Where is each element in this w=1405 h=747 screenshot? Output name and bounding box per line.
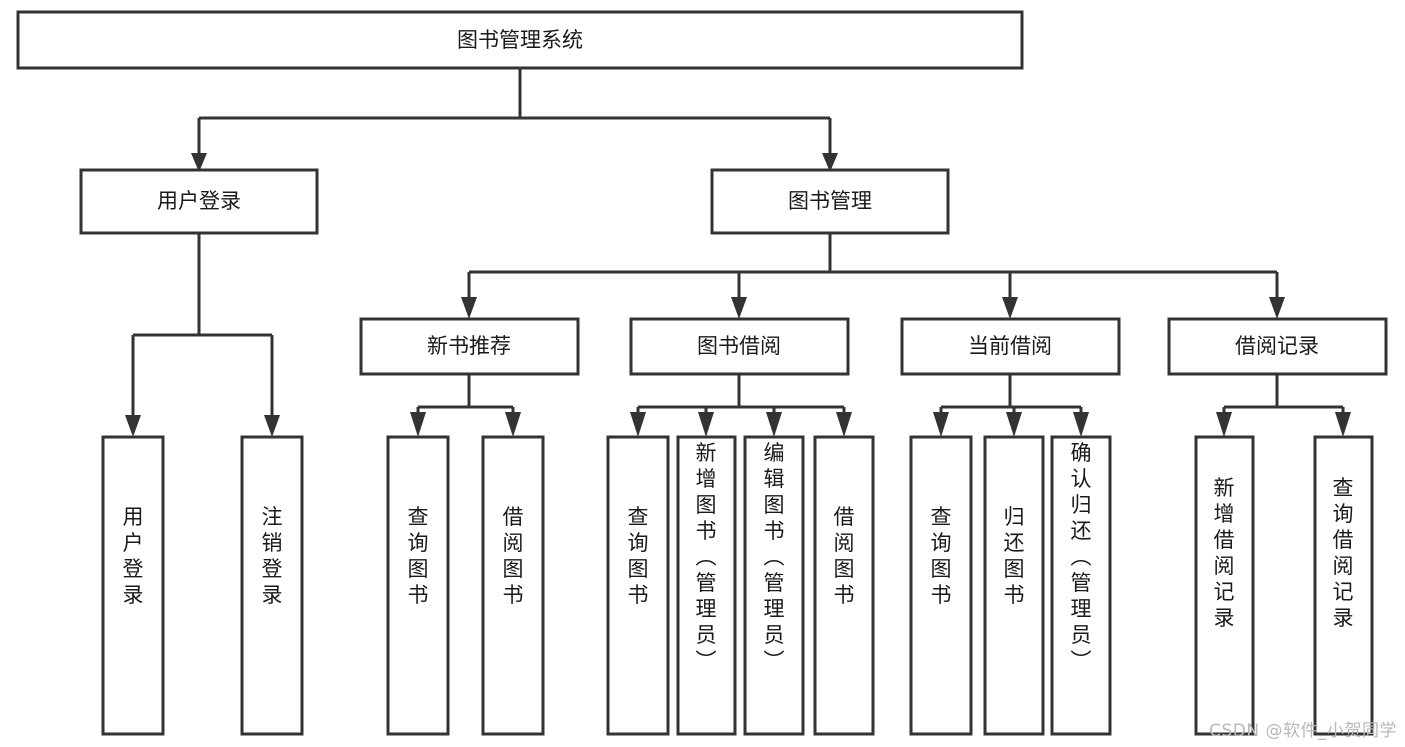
arrow-head-leaf-user-login <box>125 415 141 437</box>
leaf-borrow-book-1[interactable]: 借阅图书 <box>481 435 545 736</box>
node-root[interactable]: 图书管理系统 <box>16 10 1024 70</box>
arrow-head-leaf-edit-book <box>766 412 782 437</box>
csdn-watermark: CSDN @软件_小贺同学 <box>1209 721 1397 741</box>
node-book-borrow-label: 图书借阅 <box>697 334 781 358</box>
leaf-borrow-book-2-label: 借阅图书 <box>834 505 855 607</box>
leaf-return-book-label: 归还图书 <box>1004 505 1025 607</box>
arrow-head-leaf-borrow-book-2 <box>836 412 852 437</box>
arrow-head-leaf-query-record <box>1335 412 1351 437</box>
leaf-borrow-book-1-label: 借阅图书 <box>503 505 524 607</box>
node-book-borrow[interactable]: 图书借阅 <box>629 317 850 376</box>
arrow-head-leaf-confirm-return <box>1073 412 1089 437</box>
leaf-query-book-3[interactable]: 查询图书 <box>909 435 973 736</box>
leaf-add-book-box[interactable] <box>676 435 737 736</box>
node-root-label: 图书管理系统 <box>457 28 583 52</box>
leaf-query-book-1-label: 查询图书 <box>408 505 429 607</box>
leaf-user-login-box[interactable] <box>101 435 165 736</box>
leaf-query-book-2-box[interactable] <box>606 435 670 736</box>
node-current-borrow-label: 当前借阅 <box>968 334 1052 358</box>
leaf-return-book[interactable]: 归还图书 <box>983 435 1045 736</box>
leaf-edit-book-label: 编辑图书︵管理员︶ <box>764 441 785 673</box>
leaf-query-book-1[interactable]: 查询图书 <box>386 435 450 736</box>
arrow-head-leaf-add-book <box>698 412 714 437</box>
leaf-return-book-box[interactable] <box>983 435 1045 736</box>
leaf-edit-book[interactable]: 编辑图书︵管理员︶ <box>743 435 805 736</box>
leaf-add-record-label: 新增借阅记录 <box>1214 476 1235 630</box>
node-book-management-box[interactable] <box>710 168 950 235</box>
node-user-login[interactable]: 用户登录 <box>79 168 319 235</box>
leaf-query-record[interactable]: 查询借阅记录 <box>1313 435 1374 736</box>
arrow-head-leaf-return-book <box>1006 412 1022 437</box>
connector-group-user-login <box>125 233 280 437</box>
leaf-user-login[interactable]: 用户登录 <box>101 435 165 736</box>
connector-group-root <box>191 68 838 172</box>
node-new-book-recommend-label: 新书推荐 <box>427 334 511 358</box>
leaf-query-book-1-box[interactable] <box>386 435 450 736</box>
arrow-head-leaf-query-book-1 <box>410 412 426 437</box>
leaf-query-record-label: 查询借阅记录 <box>1333 476 1354 630</box>
leaf-query-book-3-label: 查询图书 <box>931 505 952 607</box>
leaf-borrow-book-1-box[interactable] <box>481 435 545 736</box>
arrow-head-user-login <box>191 153 207 172</box>
arrow-head-current-borrow <box>1002 297 1018 319</box>
connector-group-borrow-record <box>1216 374 1351 437</box>
arrow-head-book-management <box>822 153 838 172</box>
node-borrow-record[interactable]: 借阅记录 <box>1167 317 1388 376</box>
node-new-book-recommend-box[interactable] <box>359 317 580 376</box>
node-current-borrow[interactable]: 当前借阅 <box>900 317 1121 376</box>
node-borrow-record-label: 借阅记录 <box>1235 334 1319 358</box>
node-current-borrow-box[interactable] <box>900 317 1121 376</box>
arrow-head-new-book-recommend <box>461 297 477 319</box>
node-book-borrow-box[interactable] <box>629 317 850 376</box>
leaf-user-logout-box[interactable] <box>240 435 304 736</box>
leaf-borrow-book-2[interactable]: 借阅图书 <box>813 435 875 736</box>
arrow-head-leaf-add-record <box>1216 412 1232 437</box>
leaf-query-book-2[interactable]: 查询图书 <box>606 435 670 736</box>
node-borrow-record-box[interactable] <box>1167 317 1388 376</box>
node-book-management[interactable]: 图书管理 <box>710 168 950 235</box>
leaf-add-book[interactable]: 新增图书︵管理员︶ <box>676 435 737 736</box>
node-book-management-label: 图书管理 <box>788 189 872 213</box>
leaf-confirm-return[interactable]: 确认归还︵管理员︶ <box>1050 435 1112 736</box>
connector-group-new-book-recommend <box>410 374 521 437</box>
leaf-confirm-return-label: 确认归还︵管理员︶ <box>1071 441 1092 673</box>
leaf-user-logout[interactable]: 注销登录 <box>240 435 304 736</box>
connector-group-book-management <box>461 233 1285 319</box>
connector-group-current-borrow <box>933 374 1089 437</box>
leaf-user-logout-label: 注销登录 <box>262 505 283 607</box>
leaf-query-book-2-label: 查询图书 <box>628 505 649 607</box>
arrow-head-leaf-query-book-2 <box>630 412 646 437</box>
leaf-query-book-3-box[interactable] <box>909 435 973 736</box>
leaf-user-login-label: 用户登录 <box>123 505 144 607</box>
leaf-borrow-book-2-box[interactable] <box>813 435 875 736</box>
arrow-head-leaf-query-book-3 <box>933 412 949 437</box>
arrow-head-borrow-record <box>1269 297 1285 319</box>
node-user-login-label: 用户登录 <box>157 189 241 213</box>
leaf-confirm-return-box[interactable] <box>1050 435 1112 736</box>
leaf-add-book-label: 新增图书︵管理员︶ <box>696 441 717 673</box>
node-new-book-recommend[interactable]: 新书推荐 <box>359 317 580 376</box>
arrow-head-leaf-borrow-book-1 <box>505 412 521 437</box>
leaf-add-record[interactable]: 新增借阅记录 <box>1194 435 1255 736</box>
arrow-head-leaf-user-logout <box>264 415 280 437</box>
leaf-edit-book-box[interactable] <box>743 435 805 736</box>
leaf-add-record-box[interactable] <box>1194 435 1255 736</box>
arrow-head-book-borrow <box>731 297 747 319</box>
connector-group-book-borrow <box>630 374 852 437</box>
node-user-login-box[interactable] <box>79 168 319 235</box>
leaf-query-record-box[interactable] <box>1313 435 1374 736</box>
node-root-box[interactable] <box>16 10 1024 70</box>
